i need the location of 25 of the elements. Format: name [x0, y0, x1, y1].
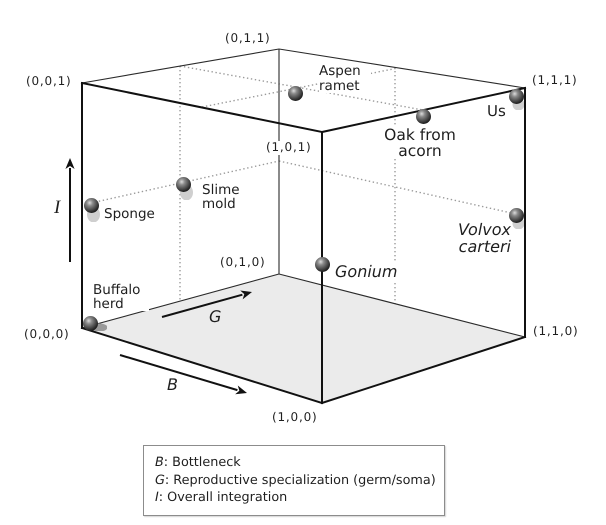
- sphere-icon: [314, 256, 330, 272]
- point-label: Sponge: [104, 207, 155, 223]
- sphere-icon: [84, 198, 100, 222]
- coordinate-label: (1,0,0): [272, 411, 318, 425]
- sphere-icon: [416, 108, 430, 124]
- point-label: Aspen ramet: [319, 64, 371, 93]
- axis-label: B: [167, 377, 178, 393]
- coordinate-label: (1,0,1): [266, 141, 312, 155]
- coordinate-label: (1,1,0): [533, 325, 578, 339]
- coordinate-label: (0,0,0): [24, 328, 70, 342]
- sphere-icon: [176, 176, 192, 200]
- point-label: Gonium: [335, 263, 398, 282]
- coordinate-label: (0,1,0): [220, 256, 266, 270]
- axis-label: I: [54, 198, 60, 217]
- legend-entry: B: Bottleneck: [155, 454, 242, 472]
- sphere-icon: [82, 316, 107, 331]
- legend-entry: I: Overall integration: [155, 489, 288, 506]
- sphere-icon: [288, 86, 302, 100]
- coordinate-label: (1,1,1): [532, 74, 578, 88]
- legend-entry: G: Reproductive specialization (germ/soma): [155, 472, 436, 489]
- axis-label: G: [209, 309, 222, 325]
- coordinate-label: (0,1,1): [225, 32, 270, 46]
- sphere-icon: [508, 88, 524, 110]
- point-label: Buffalo herd: [93, 283, 149, 311]
- coordinate-label: (0,0,1): [26, 75, 72, 89]
